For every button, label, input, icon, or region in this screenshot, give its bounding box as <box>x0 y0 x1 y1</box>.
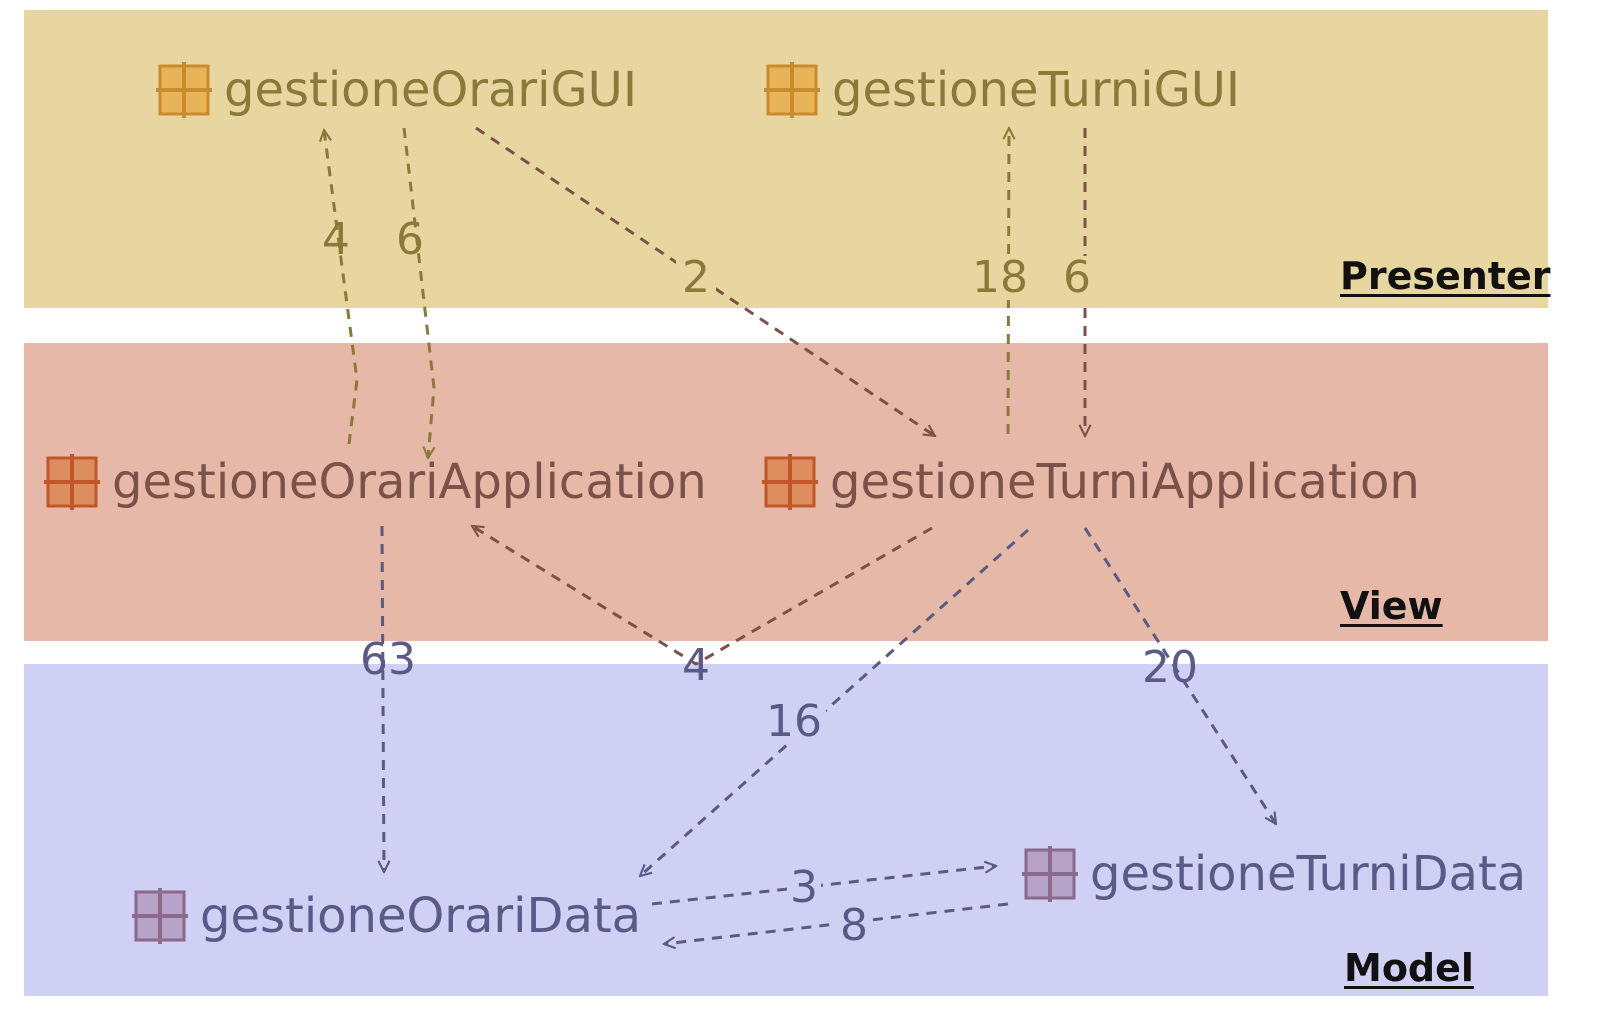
presenter-layer-label: Presenter <box>1340 254 1551 298</box>
edge-label-oraridata-to-turnidata: 3 <box>787 866 821 910</box>
presenter-layer <box>24 10 1548 308</box>
edge-orarigui-to-orariapp <box>402 127 436 458</box>
view-layer-label: View <box>1340 584 1443 628</box>
package-icon <box>44 454 100 510</box>
package-gestione-turni-data[interactable]: gestioneTurniData <box>1022 846 1526 902</box>
package-icon <box>764 62 820 118</box>
package-icon <box>762 454 818 510</box>
package-name: gestioneTurniGUI <box>832 62 1241 118</box>
edge-orariapp-to-orarigui <box>324 130 359 445</box>
edge-label-orariapp-to-oraridata: 63 <box>360 634 416 685</box>
package-name: gestioneOrariData <box>200 888 642 944</box>
edge-label-turniapp-to-orariapp: 4 <box>682 640 710 691</box>
package-gestione-orari-gui[interactable]: gestioneOrariGUI <box>156 62 637 118</box>
edge-label-turniapp-to-turnigui: 18 <box>969 256 1031 300</box>
edge-label-turnidata-to-oraridata: 8 <box>837 904 871 948</box>
package-icon <box>156 62 212 118</box>
package-gestione-orari-application[interactable]: gestioneOrariApplication <box>44 454 707 510</box>
package-gestione-turni-application[interactable]: gestioneTurniApplication <box>762 454 1420 510</box>
edge-turniapp-to-oraridata <box>640 528 1029 876</box>
edge-oraridata-to-turnidata <box>651 866 996 906</box>
package-name: gestioneOrariApplication <box>112 454 707 510</box>
package-name: gestioneOrariGUI <box>224 62 637 118</box>
edge-turniapp-to-orariapp <box>472 524 933 666</box>
edge-label-turnigui-to-turniapp: 6 <box>1059 256 1095 300</box>
edge-label-orarigui-to-turniapp: 2 <box>676 256 716 300</box>
edge-label-orariapp-to-orarigui: 4 <box>322 214 350 265</box>
package-name: gestioneTurniApplication <box>830 454 1420 510</box>
package-icon <box>1022 846 1078 902</box>
edge-orariapp-to-oraridata <box>382 525 384 872</box>
package-gestione-orari-data[interactable]: gestioneOrariData <box>132 888 641 944</box>
edge-label-orarigui-to-orariapp: 6 <box>396 214 424 265</box>
edge-turnidata-to-oraridata <box>664 902 1009 944</box>
package-name: gestioneTurniData <box>1090 846 1527 902</box>
edge-label-turniapp-to-turnidata: 20 <box>1142 642 1198 693</box>
edge-label-turniapp-to-oraridata: 16 <box>762 700 826 744</box>
model-layer-label: Model <box>1344 946 1474 990</box>
package-icon <box>132 888 188 944</box>
edge-turniapp-to-turnidata <box>1083 527 1276 824</box>
package-gestione-turni-gui[interactable]: gestioneTurniGUI <box>764 62 1240 118</box>
